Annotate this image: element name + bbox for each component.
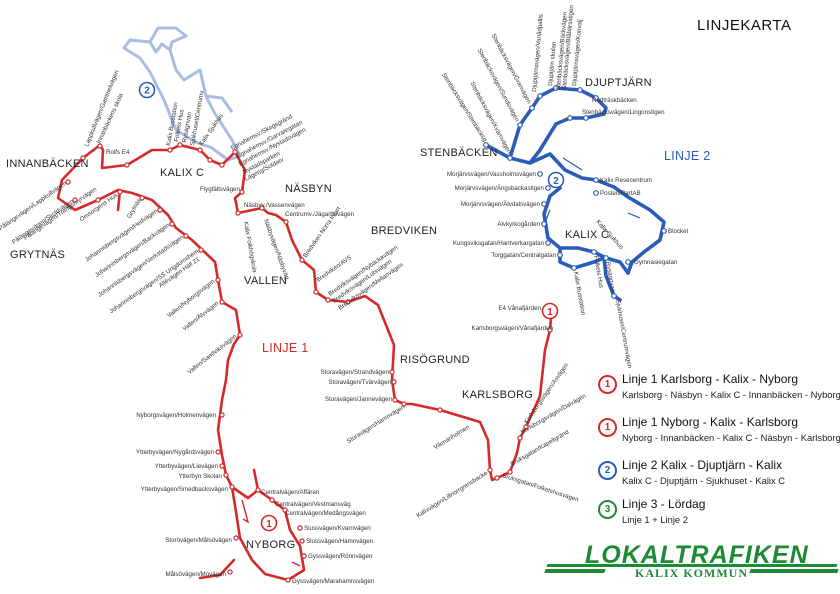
logo-name: LOKALTRAFIKEN — [585, 541, 809, 569]
stop-label: Nyborgsvägen/Holmenvägen — [136, 412, 216, 419]
stop-label: Slussvägen/Hamnvägen — [306, 538, 374, 545]
stop-label: Kalix Busstation — [572, 271, 587, 316]
linje2-overview-ghost — [122, 26, 242, 162]
linje1-map-badge: 1 1 — [260, 302, 559, 532]
area-labels-right: DJUPTJÄRN STENBÄCKEN KALIX C — [420, 77, 652, 241]
area-bredviken: BREDVIKEN — [371, 225, 437, 237]
map-title: LINJEKARTA — [697, 17, 792, 34]
stop-label: Centralvägen/Affären — [261, 489, 320, 496]
svg-text:1: 1 — [547, 307, 553, 318]
area-labels-left: INNANBÄCKEN KALIX C NÄSBYN GRYTNÄS BREDV… — [6, 158, 533, 551]
logo-sub: KALIX KOMMUN — [635, 566, 748, 580]
linje1-badge: 1 — [598, 418, 617, 437]
stop-label: Rudträskbäcken — [592, 97, 637, 104]
area-nyborg: NYBORG — [246, 539, 295, 551]
legend-title: Linje 2 Kalix - Djuptjärn - Kalix — [622, 458, 783, 472]
legend-title: Linje 1 Karlsborg - Kalix - Nyborg — [622, 372, 799, 386]
linje3-badge: 3 — [598, 500, 617, 519]
linje1-stop-labels: Innanbäckens skola Lappkullvägen/Gammelv… — [0, 69, 588, 585]
stop-label: Målsövägen/Movägen — [165, 571, 226, 578]
stop-label: Kalix Folkhögskola — [242, 221, 258, 274]
linje2-ghost-badge: 2 — [138, 81, 156, 99]
stop-label: Storavägen/Strandvägen — [321, 369, 390, 376]
stop-label: Centralvägen/Medångsvägen — [285, 510, 366, 517]
linje1-direction-arrows — [241, 499, 301, 567]
area-nasbyn: NÄSBYN — [285, 183, 332, 195]
stop-label: Stenbäcksvägen/Lingonstigen — [582, 109, 665, 116]
stop-label: Morjärvsvägen/Ängsbackastigen — [455, 185, 545, 192]
stop-label: Storövägen/Målsövägen — [165, 537, 232, 544]
stop-label: Centrumv./Jägarbovägen — [285, 211, 355, 218]
stop-label: Slussvägen/Kvarnvägen — [304, 525, 371, 532]
stop-label: Näsbyvägen/Näsbyväg — [262, 218, 291, 281]
stop-label: Torggatan/Centralgatan — [491, 252, 556, 259]
linje1-badge: 1 — [598, 375, 617, 394]
stop-label: Kungsviksgatan/Hantverkargatan — [453, 240, 545, 247]
area-karlsborg: KARLSBORG — [462, 389, 533, 401]
linje1-stops — [65, 142, 553, 583]
stop-label: Grytnäs — [126, 198, 143, 220]
area-kalix-c-right: KALIX C — [565, 229, 609, 241]
stop-label: Flygfältsvägen — [200, 186, 240, 193]
stop-label: Gymnasiegatan — [634, 259, 678, 266]
linje2-label: LINJE 2 — [664, 149, 711, 163]
stop-label: Stenbäcksvägen/Sundsvägen — [476, 47, 521, 123]
linje1-label: LINJE 1 — [262, 341, 309, 355]
area-kalix-c: KALIX C — [160, 167, 204, 179]
area-stenbacken: STENBÄCKEN — [420, 147, 498, 159]
stop-label: Älvkyrkogården — [497, 221, 540, 228]
stop-label: Stenbäcksvägen/Granvägen — [490, 33, 533, 106]
lokaltrafiken-logo: LOKALTRAFIKEN KALIX KOMMUN — [544, 541, 840, 581]
svg-text:1: 1 — [266, 519, 272, 530]
linje2-stop-labels: Stenbäcksvägen/Stenbäcksg Stenbäcksvägen… — [440, 4, 689, 369]
stop-label: Sjukhuset/Centrumvägen — [614, 299, 633, 369]
linje2-direction-arrows — [545, 157, 641, 221]
stop-label: Gyssvägen/Marahamnsvägen — [292, 578, 375, 585]
area-grytnas: GRYTNÄS — [10, 249, 65, 261]
stop-label: Posten/PartAB — [600, 190, 641, 197]
stop-label: Centralvägen/Vestmansväg — [275, 501, 351, 508]
legend-desc: Karlsborg - Näsbyn - Kalix C - Innanbäck… — [622, 389, 840, 400]
stop-label: Djuptjärnsvägen/Vanådpallis — [531, 14, 545, 92]
area-risogrund: RISÖGRUND — [400, 354, 470, 366]
svg-text:2: 2 — [553, 176, 559, 187]
linje2-map-badge: 2 — [547, 171, 565, 189]
area-innanbacken: INNANBÄCKEN — [6, 158, 89, 170]
stop-label: Blocket — [668, 228, 689, 235]
legend-desc: Nyborg - Innanbäcken - Kalix C - Näsbyn … — [622, 432, 840, 443]
stop-label: Bruksgatan/Folketshusvägen — [501, 472, 580, 503]
stop-label: Vikmanholmen — [433, 423, 472, 451]
stop-label: Kalix Resecentrum — [600, 177, 652, 184]
stop-label: Näsbyv./Vassenvägen — [244, 202, 305, 209]
legend-desc: Kalix C - Djuptjärn - Sjukhuset - Kalix … — [622, 475, 786, 486]
legend-title: Linje 1 Nyborg - Kalix - Karlsborg — [622, 415, 799, 429]
stop-label: Storavägen/Hamnvägen — [346, 403, 407, 445]
area-vallen: VALLEN — [244, 275, 287, 287]
stop-label: Ytterbyvägen/Lievägen — [155, 463, 219, 470]
legend-title: Linje 3 - Lördag — [622, 497, 706, 511]
stop-label: Kalixvägen/Lillnorrgrensbacke — [415, 469, 489, 519]
stop-label: Djuptjärn skolan — [547, 41, 558, 86]
stop-label: Ytterbyvägen/Nygårdsvägen — [136, 449, 215, 456]
stop-label: Storavägen/Tvärvägen — [328, 379, 391, 386]
stop-label: Storavägen/Jannevägen — [325, 396, 393, 403]
stop-label: Morjärvsvägen/Älvdalsvägen — [461, 201, 541, 208]
stop-label: Ytterbyvägen/Smedbacksvägen — [141, 486, 229, 493]
svg-text:2: 2 — [144, 86, 150, 97]
stop-label: Karlsborgsvägen/Vånafjärden — [471, 325, 553, 332]
stop-label: Ytterbyn Skolan — [178, 473, 222, 480]
linje2-stops — [483, 85, 667, 299]
stop-label: Kalix Sjukhus — [198, 113, 225, 147]
stop-label: Gyssvägen/Rönnvägen — [308, 553, 373, 560]
stop-label: Morjärvsvägen/Vassholmsvägen — [447, 171, 537, 178]
area-djuptjarn: DJUPTJÄRN — [585, 77, 652, 89]
stop-label: E4 Vånafjärden — [498, 305, 541, 312]
legend-desc: Linje 1 + Linje 2 — [622, 514, 688, 525]
stop-label: Rolfs E4 — [106, 149, 130, 156]
linje2-badge: 2 — [598, 461, 617, 480]
